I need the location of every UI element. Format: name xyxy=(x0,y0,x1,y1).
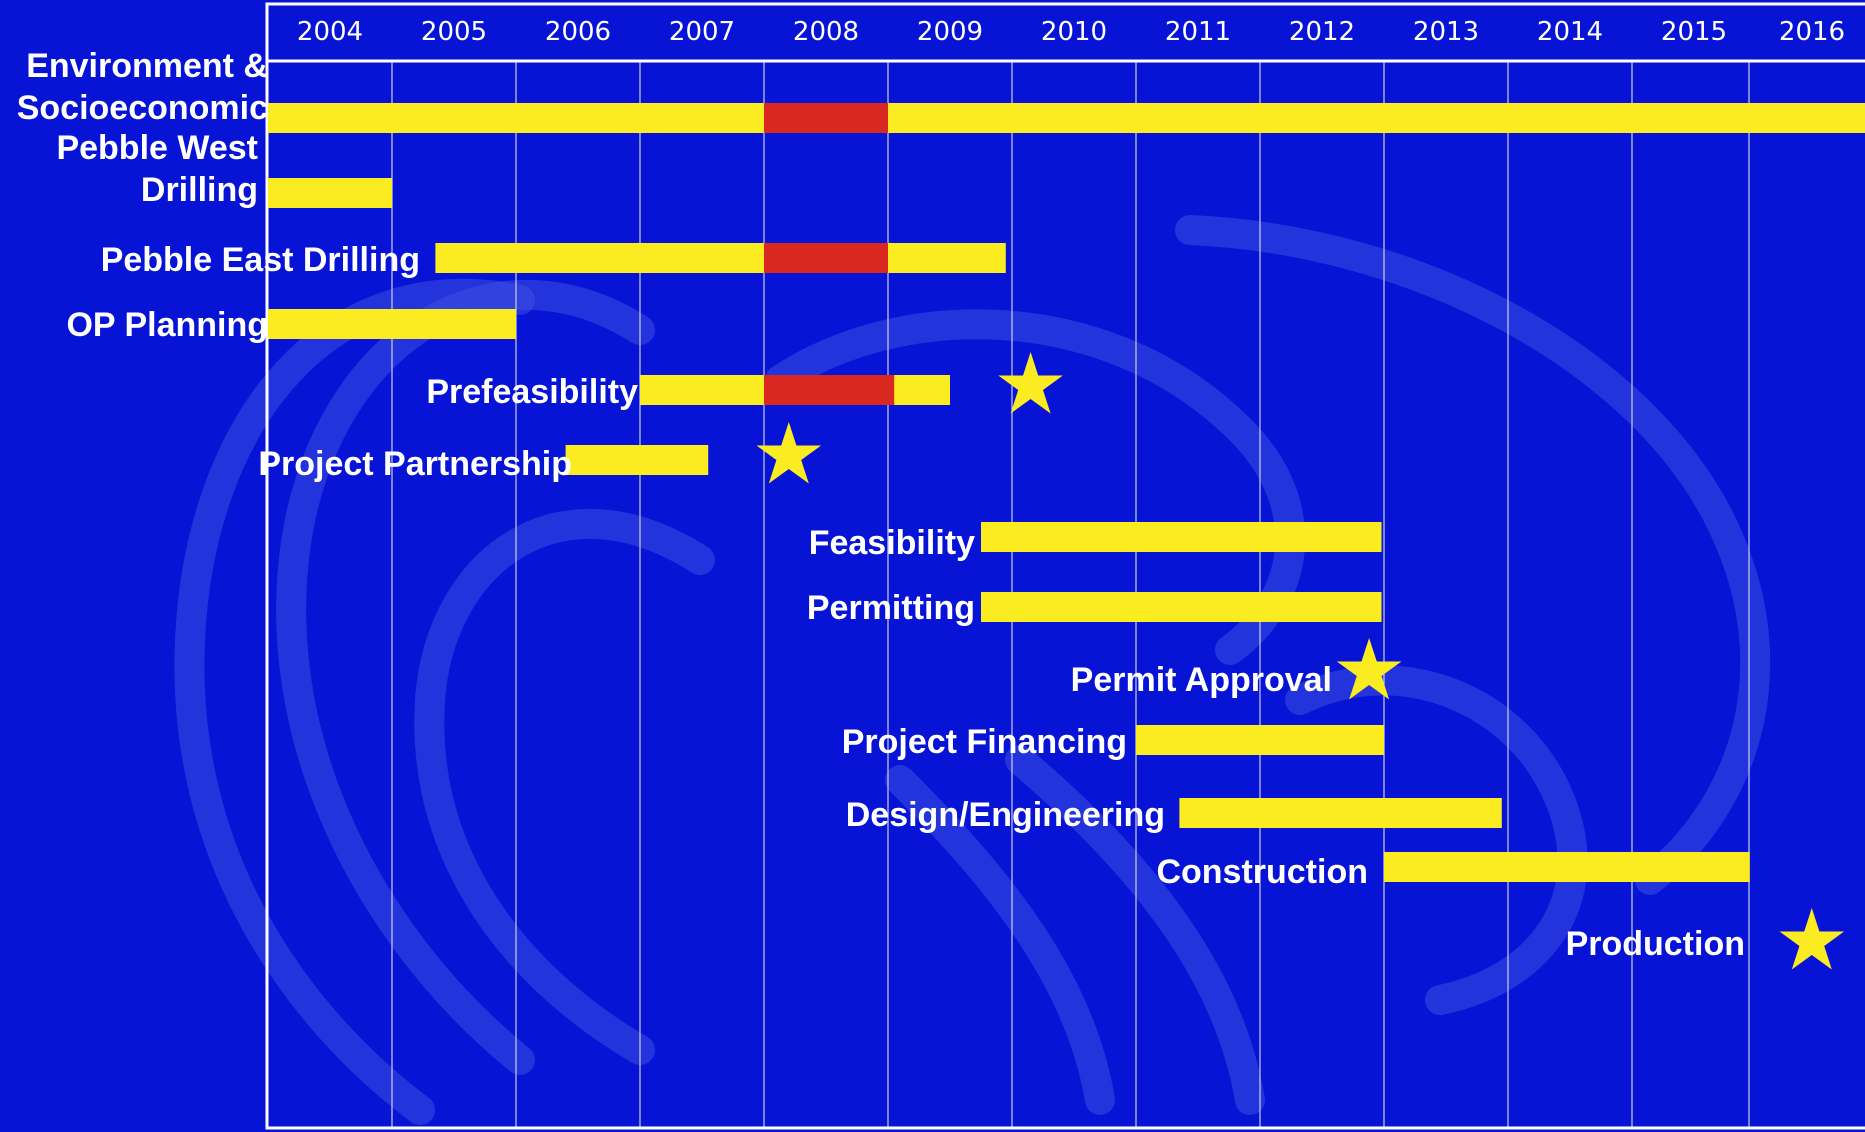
task-label-line: Design/Engineering xyxy=(846,796,1165,834)
bar-feasibility xyxy=(981,522,1382,552)
task-label-line: Pebble East Drilling xyxy=(101,241,420,279)
bar-pebble-west-drilling xyxy=(268,178,392,208)
year-axis: 2004 2005 2006 2007 2008 2009 2010 2011 2012 2013… xyxy=(297,17,1845,47)
task-label-line: Environment & xyxy=(26,47,268,85)
milestone-star-prefeasibility xyxy=(998,352,1063,414)
year-label-2010: 2010 xyxy=(1041,17,1107,47)
year-label-2014: 2014 xyxy=(1537,17,1603,47)
task-label-prefeasibility: Prefeasibility xyxy=(426,373,638,411)
milestone-star-production xyxy=(1779,908,1845,970)
task-label-line: Production xyxy=(1566,925,1745,963)
bar-highlight-prefeasibility xyxy=(764,375,895,405)
task-bars xyxy=(268,103,1865,882)
year-label-2009: 2009 xyxy=(917,17,983,47)
bar-permitting xyxy=(981,592,1382,622)
bar-pebble-east-drilling xyxy=(435,243,1006,273)
task-label-line: Permit Approval xyxy=(1071,661,1332,699)
year-label-2006: 2006 xyxy=(545,17,611,47)
year-label-2004: 2004 xyxy=(297,17,363,47)
year-label-2011: 2011 xyxy=(1165,17,1231,47)
bar-highlight-environment-socioeconomic xyxy=(764,103,888,133)
task-label-construction: Construction xyxy=(1156,853,1368,891)
task-label-design-engineering: Design/Engineering xyxy=(846,796,1165,834)
year-label-2015: 2015 xyxy=(1661,17,1727,47)
bar-design-engineering xyxy=(1179,798,1502,828)
task-label-line: Construction xyxy=(1156,853,1368,891)
task-label-line: OP Planning xyxy=(66,306,268,344)
task-label-environment-socioeconomic: Environment & Socioeconomic xyxy=(17,47,268,127)
task-label-permit-approval: Permit Approval xyxy=(1071,661,1332,699)
task-label-line: Project Partnership xyxy=(258,445,572,483)
task-label-line: Pebble West xyxy=(56,129,258,167)
watermark-logo xyxy=(174,215,1771,1125)
bar-project-partnership xyxy=(565,445,709,475)
task-label-line: Project Financing xyxy=(842,723,1127,761)
task-label-production: Production xyxy=(1566,925,1745,963)
year-label-2005: 2005 xyxy=(421,17,487,47)
bar-project-financing xyxy=(1136,725,1384,755)
task-label-line: Socioeconomic xyxy=(17,89,268,127)
bar-op-planning xyxy=(268,309,516,339)
task-label-line: Prefeasibility xyxy=(426,373,638,411)
year-label-2016: 2016 xyxy=(1779,17,1845,47)
task-label-line: Permitting xyxy=(807,589,975,627)
frame-border xyxy=(265,2,1865,1130)
bar-highlight-pebble-east-drilling xyxy=(764,243,888,273)
milestones xyxy=(756,352,1845,970)
task-label-pebble-east-drilling: Pebble East Drilling xyxy=(101,241,420,279)
chart-frame xyxy=(265,2,1865,1130)
bar-environment-socioeconomic xyxy=(268,103,1865,133)
year-label-2012: 2012 xyxy=(1289,17,1355,47)
task-label-feasibility: Feasibility xyxy=(809,524,975,562)
task-label-project-partnership: Project Partnership xyxy=(258,445,572,483)
task-label-permitting: Permitting xyxy=(807,589,975,627)
task-label-line: Feasibility xyxy=(809,524,975,562)
bar-construction xyxy=(1384,852,1750,882)
year-label-2013: 2013 xyxy=(1413,17,1479,47)
task-label-op-planning: OP Planning xyxy=(66,306,268,344)
milestone-star-project-partnership xyxy=(756,422,822,484)
task-label-line: Drilling xyxy=(141,171,258,209)
year-label-2007: 2007 xyxy=(669,17,735,47)
year-label-2008: 2008 xyxy=(793,17,859,47)
task-label-project-financing: Project Financing xyxy=(842,723,1127,761)
milestone-star-permit-approval xyxy=(1336,638,1402,700)
